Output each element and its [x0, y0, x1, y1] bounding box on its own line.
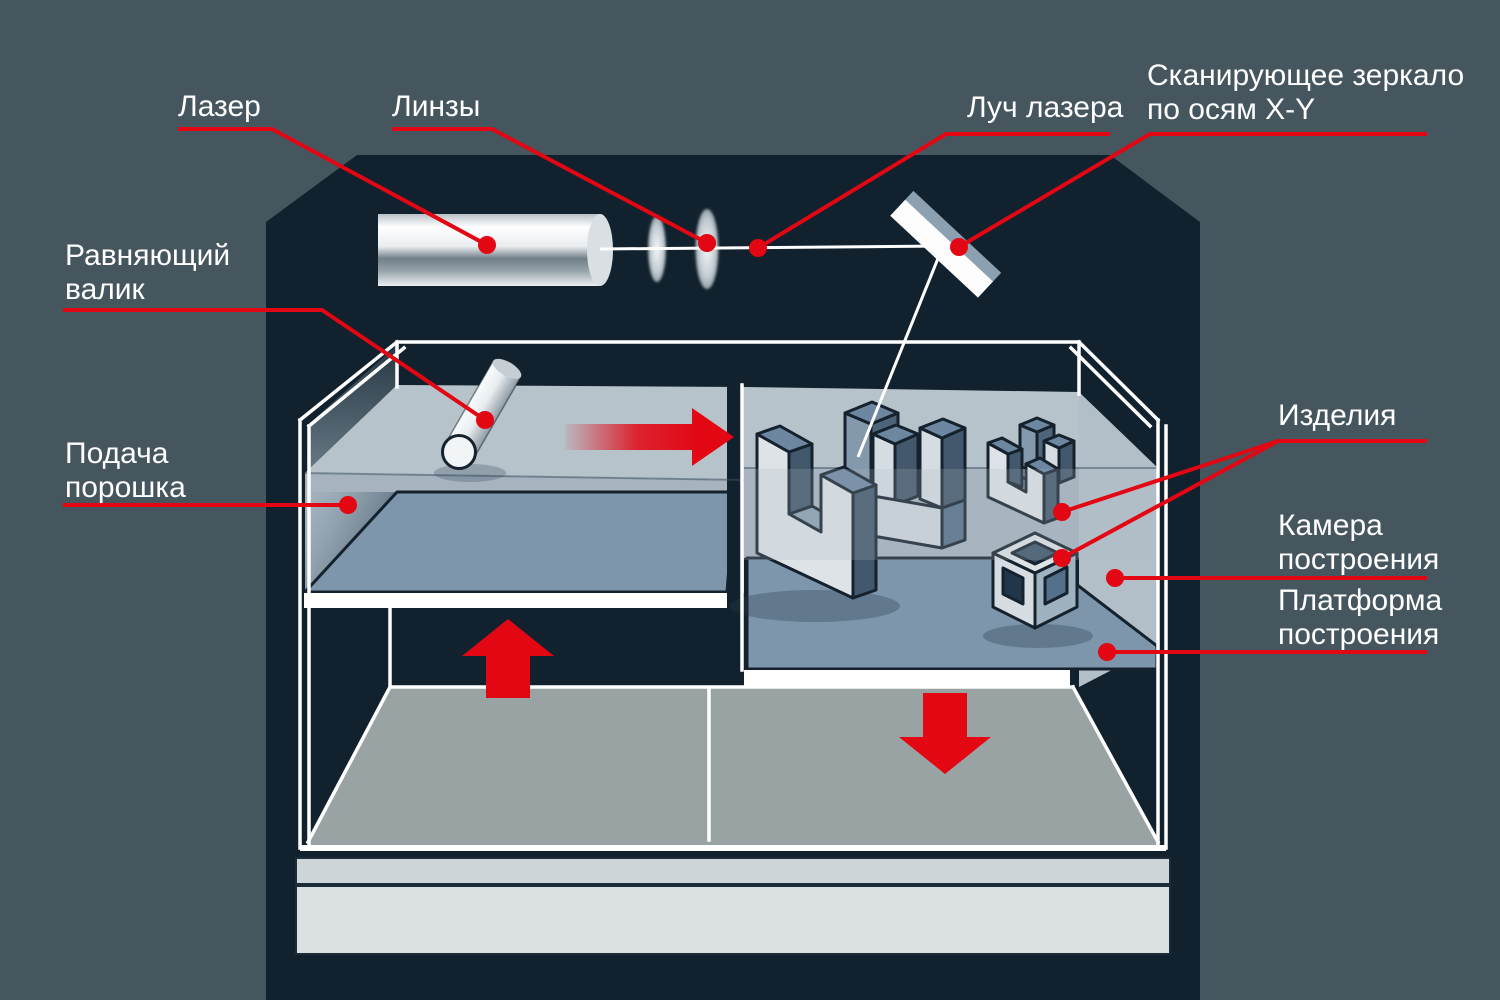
label-powder-supply: Подача [65, 437, 169, 470]
callout-line-beam [756, 132, 1110, 250]
callout-line-laser [178, 127, 488, 247]
label-powder-supply: порошка [65, 471, 186, 504]
laser-tube-cap [587, 214, 613, 286]
cube-side-hole [1043, 565, 1069, 606]
label-mirror: по осям X-Y [1147, 93, 1315, 126]
cube-shadow [983, 624, 1093, 648]
cube-front-hole [1001, 566, 1025, 606]
label-mirror: Сканирующее зеркало [1147, 59, 1464, 92]
glass-box-outline [297, 339, 1168, 850]
callout-line-products [1061, 439, 1427, 560]
powder-submersion-tint [744, 469, 1158, 560]
supply-powder-surface [305, 385, 744, 480]
supply-up-arrow-icon [462, 619, 554, 698]
base-slab-upper [295, 857, 1171, 885]
callout-dots [339, 234, 1124, 661]
label-roller: Равняющий [65, 239, 230, 272]
label-build-platform: построения [1278, 618, 1439, 651]
label-products: Изделия [1278, 399, 1396, 432]
product-small-u [986, 416, 1076, 525]
laser-beam-reflected [856, 245, 945, 458]
label-laser: Лазер [178, 90, 261, 123]
leveling-roller [434, 358, 522, 482]
label-build-chamber: построения [1278, 543, 1439, 576]
printed-products [730, 400, 1158, 648]
supply-powder-waterline [304, 472, 745, 481]
label-lenses: Линзы [392, 90, 480, 123]
label-build-chamber: Камера [1278, 509, 1383, 542]
motion-arrows [462, 408, 991, 774]
diagram-labels: Лазер Линзы Луч лазера Сканирующее зерка… [65, 59, 1464, 651]
floor-edges [305, 606, 1161, 845]
product-back-u [871, 417, 967, 550]
enclosure-floor [308, 687, 1158, 845]
chamber-divider [727, 385, 741, 670]
supply-platform-edge-bar [304, 593, 727, 608]
callout-lines [63, 127, 1427, 661]
scanning-mirror [890, 190, 1002, 298]
callout-line-roller [63, 308, 487, 422]
product-cube [983, 531, 1093, 648]
build-platform-edge-bar [744, 670, 1070, 687]
roller-end-cap [441, 434, 477, 470]
laser-beam-horizontal [599, 244, 944, 251]
label-beam: Луч лазера [967, 91, 1124, 124]
label-build-platform: Платформа [1278, 584, 1443, 617]
roller-shadow [434, 464, 506, 482]
base-slab-lower [295, 885, 1171, 955]
big-part-shadow [730, 590, 900, 622]
enclosure-bottom-line [300, 845, 1166, 851]
product-front-u [755, 424, 878, 600]
label-roller: валик [65, 273, 146, 306]
build-down-arrow-icon [899, 693, 991, 774]
callout-line-lenses [392, 127, 708, 245]
callout-line-mirror [957, 132, 1427, 249]
roller-right-arrow-icon [565, 408, 734, 466]
